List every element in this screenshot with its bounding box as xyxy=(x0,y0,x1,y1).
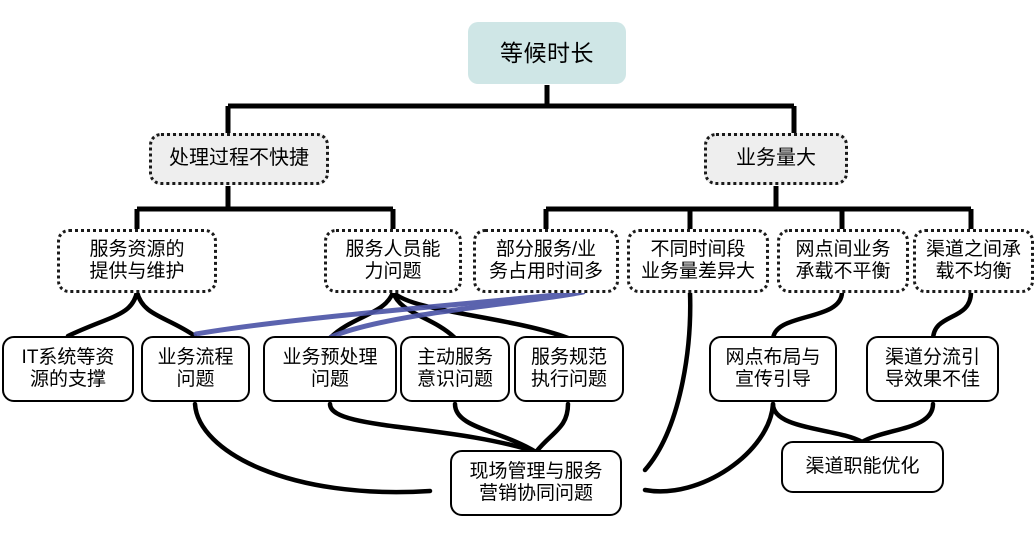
node-level4-service-standards[interactable]: 服务规范 执行问题 xyxy=(514,336,624,402)
node-level3-time-period-variance-label: 不同时间段 业务量差异大 xyxy=(640,238,755,282)
node-level5-channel-function-label: 渠道职能优化 xyxy=(805,455,920,477)
edge-l3d-l5a xyxy=(642,289,693,473)
node-level2-volume[interactable]: 业务量大 xyxy=(704,133,848,185)
node-level2-processing[interactable]: 处理过程不快捷 xyxy=(149,133,329,185)
node-level2-volume-label: 业务量大 xyxy=(736,147,816,170)
edge-l4b-l5a-sweep xyxy=(192,401,433,495)
node-level4-channel-diversion[interactable]: 渠道分流引 导效果不佳 xyxy=(866,336,999,402)
edge-highlight-l3c-l4c xyxy=(328,289,586,340)
edge-l4g-l5b xyxy=(859,401,936,445)
edge-l4f-l5a-sweep xyxy=(642,401,776,494)
node-level4-channel-diversion-label: 渠道分流引 导效果不佳 xyxy=(884,346,980,390)
edge-l4f-l5b xyxy=(770,401,865,445)
node-level3-channel-imbalance[interactable]: 渠道之间承 载不均衡 xyxy=(913,229,1034,293)
node-level4-proactive-service-label: 主动服务 意识问题 xyxy=(416,346,493,390)
node-level4-branch-layout-label: 网点布局与 宣传引导 xyxy=(725,346,821,390)
node-level3-time-consuming-services-label: 部分服务/业 务占用时间多 xyxy=(488,238,603,282)
node-level4-it-systems-label: IT系统等资 源的支撑 xyxy=(21,346,115,390)
node-level3-time-consuming-services[interactable]: 部分服务/业 务占用时间多 xyxy=(473,229,619,293)
node-root[interactable]: 等候时长 xyxy=(468,22,626,84)
node-level5-onsite-management-label: 现场管理与服务 营销协同问题 xyxy=(469,460,603,504)
node-level2-processing-label: 处理过程不快捷 xyxy=(169,147,309,170)
node-level4-business-process[interactable]: 业务流程 问题 xyxy=(141,336,250,402)
edge-l4c-l5a xyxy=(327,401,539,455)
node-level4-service-standards-label: 服务规范 执行问题 xyxy=(530,346,607,390)
node-level4-pre-processing-label: 业务预处理 问题 xyxy=(282,346,378,390)
node-level4-it-systems[interactable]: IT系统等资 源的支撑 xyxy=(2,336,134,402)
edge-l3e-l4f xyxy=(770,289,845,343)
node-level3-branch-imbalance[interactable]: 网点间业务 承载不平衡 xyxy=(777,229,909,293)
node-level3-staff-capability-label: 服务人员能 力问题 xyxy=(345,238,441,282)
node-level3-time-period-variance[interactable]: 不同时间段 业务量差异大 xyxy=(627,229,769,293)
node-level5-channel-function[interactable]: 渠道职能优化 xyxy=(781,441,944,493)
node-level3-channel-imbalance-label: 渠道之间承 载不均衡 xyxy=(925,238,1021,282)
node-level4-pre-processing[interactable]: 业务预处理 问题 xyxy=(263,336,397,402)
node-level3-service-resources-label: 服务资源的 提供与维护 xyxy=(89,238,185,282)
edge-l3a-l4b xyxy=(134,289,198,339)
edge-l3a-l4a xyxy=(65,289,140,339)
node-level3-branch-imbalance-label: 网点间业务 承载不平衡 xyxy=(795,238,891,282)
node-level3-staff-capability[interactable]: 服务人员能 力问题 xyxy=(324,229,462,293)
node-level3-service-resources[interactable]: 服务资源的 提供与维护 xyxy=(57,229,217,293)
edge-l4e-l5a xyxy=(533,401,571,455)
edge-l3f-l4g xyxy=(930,289,974,343)
node-level4-branch-layout[interactable]: 网点布局与 宣传引导 xyxy=(709,336,837,402)
node-root-label: 等候时长 xyxy=(500,39,594,66)
node-level4-business-process-label: 业务流程 问题 xyxy=(157,346,234,390)
node-level5-onsite-management[interactable]: 现场管理与服务 营销协同问题 xyxy=(450,450,622,516)
edge-l4d-l5a xyxy=(452,401,539,455)
edge-l3b-l4e xyxy=(390,289,571,341)
node-level4-proactive-service[interactable]: 主动服务 意识问题 xyxy=(400,336,510,402)
